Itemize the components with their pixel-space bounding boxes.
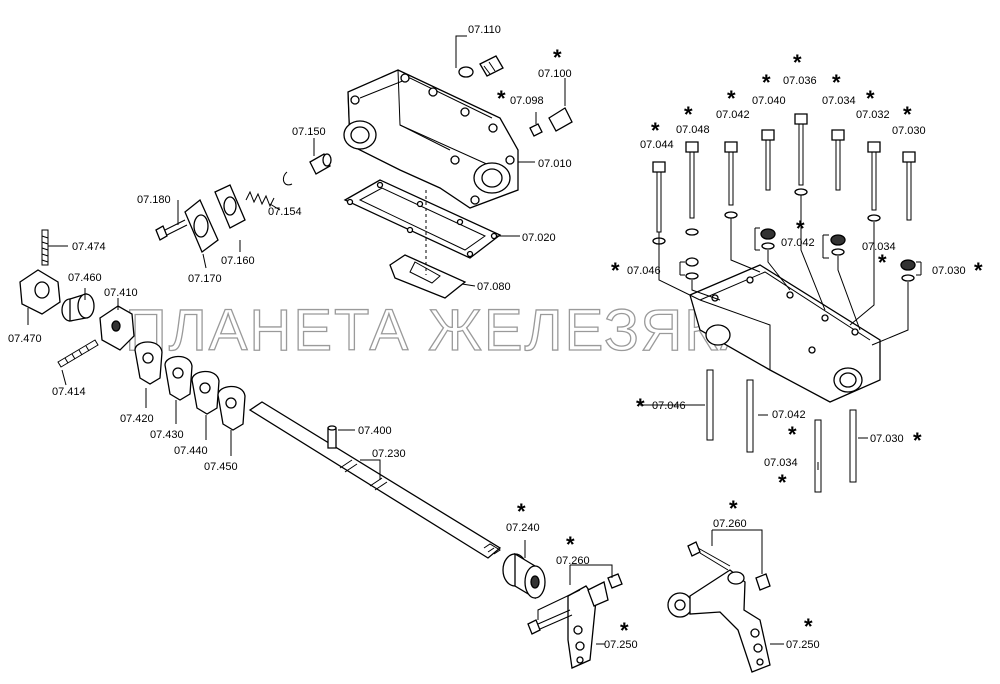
- left-leader-lines: [27, 35, 868, 645]
- right-long-bolts: [706, 369, 857, 493]
- label-07-414: 07.414: [52, 386, 86, 398]
- asterisk-07-240: *: [517, 499, 526, 524]
- watermark-text: ПЛАНЕТА ЖЕЛЕЗЯКА: [125, 298, 761, 363]
- label-07-010: 07.010: [538, 158, 572, 170]
- label-07-180: 07.180: [137, 194, 171, 206]
- screw-07-474: [41, 229, 49, 266]
- label-07-040: 07.040: [752, 95, 786, 107]
- asterisk-07-046-mid: *: [611, 258, 620, 283]
- asterisk-07-250-b: *: [804, 614, 813, 639]
- right-bolt-set: [652, 113, 916, 282]
- label-07-450: 07.450: [204, 461, 238, 473]
- screw-07-414: [57, 339, 99, 368]
- label-07-474: 07.474: [72, 241, 106, 253]
- bolt-07-180: [155, 219, 188, 241]
- asterisk-07-034-top: *: [832, 70, 841, 95]
- label-07-250-a: 07.250: [604, 639, 638, 651]
- asterisk-07-030-bot: *: [913, 428, 922, 453]
- label-07-110: 07.110: [468, 24, 501, 36]
- label-07-048: 07.048: [676, 124, 710, 136]
- right-housing: [689, 264, 881, 403]
- upper-housing-07-010: [343, 69, 519, 209]
- asterisk-07-030-top: *: [903, 102, 912, 127]
- lever-07-250-a: [567, 581, 609, 669]
- label-07-260-b: 07.260: [713, 518, 747, 530]
- label-07-430: 07.430: [150, 429, 184, 441]
- label-07-030-mid: 07.030: [932, 265, 966, 277]
- asterisk-07-030-mid-star: *: [878, 250, 887, 275]
- bolt-07-260-b: [687, 541, 771, 591]
- fitting-07-100: [529, 107, 573, 137]
- label-07-100: 07.100: [538, 68, 572, 80]
- label-07-460: 07.460: [68, 272, 102, 284]
- label-07-030-bot: 07.030: [870, 433, 904, 445]
- label-07-410: 07.410: [104, 287, 138, 299]
- label-07-042-mid: 07.042: [781, 237, 815, 249]
- cover-07-170: [184, 198, 219, 254]
- shift-shaft-07-230: [248, 401, 502, 559]
- label-07-440: 07.440: [174, 445, 208, 457]
- label-07-080: 07.080: [477, 281, 511, 293]
- label-07-160: 07.160: [221, 255, 255, 267]
- asterisk-07-048: *: [684, 102, 693, 127]
- label-07-154: 07.154: [268, 206, 302, 218]
- label-07-034-mid: 07.034: [862, 241, 896, 253]
- plate-07-080: [389, 190, 467, 299]
- lever-07-250-b: [667, 569, 771, 673]
- label-07-044: 07.044: [640, 139, 674, 151]
- label-07-240: 07.240: [506, 522, 540, 534]
- label-07-230: 07.230: [372, 448, 406, 460]
- asterisk-07-098: *: [497, 86, 506, 111]
- roller-07-460: [61, 293, 95, 322]
- block-07-470: [19, 269, 61, 315]
- pin-07-400: [327, 425, 337, 449]
- label-07-042-top: 07.042: [716, 109, 750, 121]
- right-leader-lines: [658, 195, 922, 346]
- label-07-036: 07.036: [783, 75, 817, 87]
- label-07-034-bot: 07.034: [764, 457, 798, 469]
- asterisk-07-042-mid: *: [796, 216, 805, 241]
- asterisk-07-032: *: [866, 86, 875, 111]
- asterisk-07-042-bot: *: [788, 422, 797, 447]
- label-07-400: 07.400: [358, 425, 392, 437]
- label-07-020: 07.020: [522, 232, 556, 244]
- gasket-07-020: [343, 179, 502, 259]
- label-07-420: 07.420: [120, 413, 154, 425]
- asterisk-07-036: *: [793, 50, 802, 75]
- label-07-250-b: 07.250: [786, 639, 820, 651]
- label-07-098: 07.098: [510, 95, 544, 107]
- asterisk-07-042-top: *: [727, 86, 736, 111]
- bushing-07-240: [502, 552, 546, 600]
- label-07-032: 07.032: [856, 109, 890, 121]
- label-07-046-mid: 07.046: [627, 265, 661, 277]
- asterisk-07-030-mid: *: [974, 258, 983, 283]
- asterisk-07-100: *: [553, 45, 562, 70]
- asterisk-07-260-b: *: [729, 496, 738, 521]
- asterisk-07-034-bot: *: [778, 470, 787, 495]
- label-07-260-a: 07.260: [556, 555, 590, 567]
- plug-07-110: [458, 55, 504, 78]
- asterisk-07-044: *: [651, 118, 660, 143]
- spring-07-154: [245, 190, 275, 208]
- bushing-07-150: [309, 153, 332, 175]
- label-07-030-top: 07.030: [892, 125, 926, 137]
- asterisk-07-046-bot: *: [636, 394, 645, 419]
- label-07-034-top: 07.034: [822, 95, 856, 107]
- lock-plates-07-420-450: [134, 341, 246, 431]
- gasket-07-160: [214, 184, 246, 229]
- clip-07-154: [282, 171, 293, 186]
- asterisk-07-260-a: *: [566, 532, 575, 557]
- label-07-150: 07.150: [292, 126, 326, 138]
- asterisk-07-250-a: *: [620, 618, 629, 643]
- label-07-046-bot: 07.046: [652, 400, 686, 412]
- label-07-470: 07.470: [8, 333, 42, 345]
- asterisk-07-040: *: [762, 70, 771, 95]
- label-07-170: 07.170: [188, 273, 222, 285]
- label-07-042-bot: 07.042: [772, 409, 806, 421]
